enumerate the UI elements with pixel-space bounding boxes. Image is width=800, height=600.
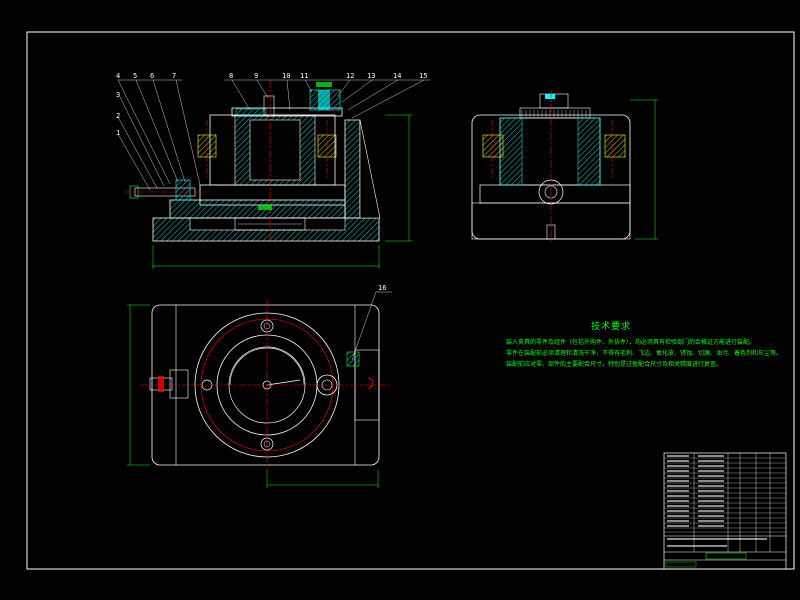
part-label-11: 11	[300, 72, 308, 80]
part-label-16: 16	[378, 284, 386, 292]
side-view	[471, 90, 658, 242]
part-label-5: 5	[133, 72, 137, 80]
part-label-14: 14	[393, 72, 401, 80]
part-label-6: 6	[150, 72, 154, 80]
part-label-8: 8	[229, 72, 233, 80]
part-label-15: 15	[419, 72, 427, 80]
technical-requirements-title: 技术要求	[590, 322, 631, 332]
part-label-2: 2	[116, 112, 120, 120]
top-view: 16	[127, 284, 392, 488]
requirement-line-1: 装入夹具的零件及组件（包括外购件、外协件），均必须具有检验部门的合格证方能进行装…	[506, 339, 756, 346]
requirement-line-2: 零件在装配前必须清理和清洗干净，不得有毛刺、飞边、氧化皮、锈蚀、切屑、油污、着色…	[506, 350, 783, 357]
front-view: 1 2 3 4 5 6 7 8 9 10 11 12 13 14 15	[116, 72, 430, 269]
part-label-3: 3	[116, 91, 120, 99]
requirement-line-3: 装配前应对零、部件的主要配合尺寸，特别是过盈配合尺寸及相关精度进行复查。	[506, 361, 723, 368]
part-label-9: 9	[254, 72, 258, 80]
part-label-10: 10	[282, 72, 290, 80]
part-label-12: 12	[346, 72, 354, 80]
part-label-4: 4	[116, 72, 120, 80]
part-label-1: 1	[116, 129, 120, 137]
outer-frame	[26, 31, 795, 570]
part-label-13: 13	[367, 72, 375, 80]
part-label-7: 7	[172, 72, 176, 80]
title-block	[663, 452, 787, 570]
technical-requirements: 技术要求 装入夹具的零件及组件（包括外购件、外协件），均必须具有检验部门的合格证…	[506, 322, 796, 370]
